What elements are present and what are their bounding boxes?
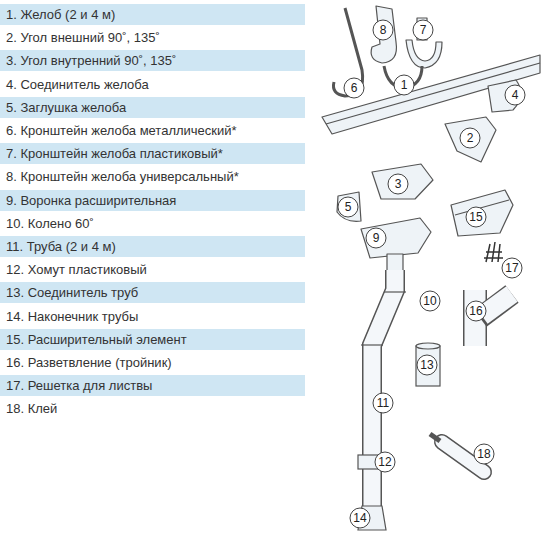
callout-number: 18: [473, 443, 495, 465]
list-row: 6. Кронштейн желоба металлический*: [0, 120, 243, 141]
list-band: 7. Кронштейн желоба пластиковый*: [0, 143, 305, 164]
list-row: 14. Наконечник трубы: [0, 306, 144, 327]
list-row: 8. Кронштейн желоба универсальный*: [0, 166, 245, 187]
item-text: 18: [477, 447, 490, 461]
callout-number: 7: [412, 19, 434, 41]
list-band: 15. Расширительный элемент: [0, 329, 305, 350]
item-text: 17. Решетка для листвы: [6, 378, 152, 393]
end-cap: [337, 192, 361, 221]
callout-number: 15: [465, 206, 487, 228]
list-band: 5. Заглушка желоба: [0, 97, 305, 118]
item-text: 2. Угол внешний 90˚, 135˚: [6, 30, 160, 45]
callout-number: 2: [459, 127, 481, 149]
callout-number: 9: [365, 227, 387, 249]
callout-number: 17: [501, 257, 523, 279]
gutter: [322, 55, 540, 134]
callout-number: 3: [387, 173, 409, 195]
callout-number: 6: [343, 77, 365, 99]
leaf-grille: [484, 242, 503, 262]
item-text: 17: [505, 261, 518, 275]
item-text: 4. Соединитель желоба: [6, 77, 149, 92]
list-row: 12. Хомут пластиковый: [0, 259, 153, 280]
callout-number: 16: [465, 300, 487, 322]
item-text: 13. Соединитель труб: [6, 285, 138, 300]
item-text: 12. Хомут пластиковый: [6, 262, 147, 277]
callout-number: 1: [393, 74, 415, 96]
item-text: 16. Разветвление (тройник): [6, 355, 172, 370]
tee: [465, 290, 486, 346]
glue-nozzle: [430, 434, 440, 441]
callout-number: 14: [349, 507, 371, 529]
outer-corner: [445, 117, 496, 162]
item-text: 14. Наконечник трубы: [6, 309, 138, 324]
callout-number: 5: [337, 196, 359, 218]
item-text: 3. Угол внутренний 90˚, 135˚: [6, 53, 176, 68]
item-text: 15: [469, 210, 482, 224]
item-text: 12: [378, 455, 391, 469]
item-text: 6: [351, 81, 358, 95]
callout-number: 13: [416, 354, 438, 376]
item-text: 4: [512, 88, 519, 102]
item-text: 5: [345, 200, 352, 214]
item-text: 3: [395, 177, 402, 191]
plastic-bracket: [406, 40, 442, 68]
pipe-coupler: [416, 346, 440, 386]
tee-branch: [482, 294, 512, 316]
callout-number: 11: [372, 392, 394, 414]
list-band: 17. Решетка для листвы: [0, 375, 305, 396]
item-text: 1. Желоб (2 и 4 м): [6, 7, 115, 22]
item-text: 9: [373, 231, 380, 245]
item-text: 10. Колено 60˚: [6, 216, 94, 231]
item-text: 7: [420, 23, 427, 37]
item-text: 8: [380, 23, 387, 37]
item-text: 15. Расширительный элемент: [6, 332, 187, 347]
list-row: 4. Соединитель желоба: [0, 74, 155, 95]
list-band: 1. Желоб (2 и 4 м): [0, 4, 305, 25]
item-text: 8. Кронштейн желоба универсальный*: [6, 169, 239, 184]
item-text: 14: [353, 511, 366, 525]
inner-corner: [372, 164, 433, 199]
callout-number: 4: [504, 84, 526, 106]
item-text: 13: [420, 358, 433, 372]
item-text: 1: [401, 78, 408, 92]
universal-bracket: [371, 6, 396, 63]
list-band: 11. Труба (2 и 4 м): [0, 236, 305, 257]
callout-number: 10: [419, 290, 441, 312]
item-text: 11: [377, 396, 389, 410]
list-row: 16. Разветвление (тройник): [0, 352, 178, 373]
list-band: 3. Угол внутренний 90˚, 135˚: [0, 50, 305, 71]
item-text: 9. Воронка расширительная: [6, 193, 176, 208]
list-row: 2. Угол внешний 90˚, 135˚: [0, 27, 166, 48]
list-band: 9. Воронка расширительная: [0, 190, 305, 211]
elbow-joint: [384, 291, 406, 292]
item-text: 11. Труба (2 и 4 м): [6, 239, 116, 254]
gutter-edge: [326, 63, 540, 124]
item-text: 5. Заглушка желоба: [6, 100, 126, 115]
list-row: 18. Клей: [0, 398, 63, 419]
expansion-element: [451, 190, 513, 236]
item-text: 10: [423, 294, 436, 308]
callout-number: 12: [374, 451, 396, 473]
funnel: [361, 218, 431, 258]
item-text: 2: [467, 131, 474, 145]
callout-number: 8: [372, 19, 394, 41]
item-text: 16: [469, 304, 482, 318]
item-text: 6. Кронштейн желоба металлический*: [6, 123, 237, 138]
elbow-joint: [361, 344, 383, 345]
list-row: 10. Колено 60˚: [0, 213, 100, 234]
item-text: 18. Клей: [6, 401, 57, 416]
item-text: 7. Кронштейн желоба пластиковый*: [6, 146, 223, 161]
tee-outline: [463, 290, 487, 346]
pipe-outline: [372, 270, 395, 508]
pipe: [372, 270, 395, 508]
funnel-outlet: [387, 254, 403, 272]
coupler-rim: [416, 343, 440, 349]
list-band: 13. Соединитель труб: [0, 282, 305, 303]
